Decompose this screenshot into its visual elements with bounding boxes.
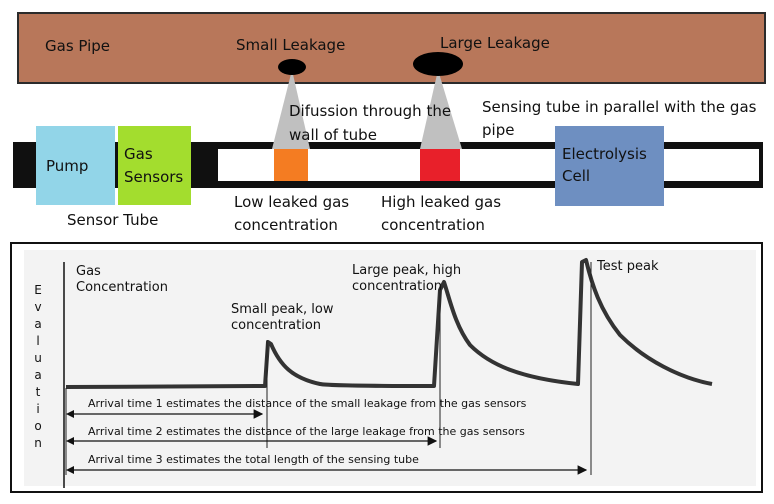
high-concentration-label-2: concentration: [381, 216, 485, 234]
low-concentration-label-2: concentration: [234, 216, 338, 234]
evaluation-letter: i: [36, 402, 40, 416]
evaluation-letter: a: [34, 368, 42, 382]
arrival-2-arrowhead-left: [66, 437, 74, 445]
small-peak-label-2: concentration: [231, 318, 322, 333]
gas-sensors-label-1: Gas: [124, 145, 153, 163]
evaluation-letter: o: [34, 419, 42, 433]
evaluation-letter: a: [34, 317, 42, 331]
evaluation-letter: n: [34, 436, 42, 450]
high-leak-zone: [420, 149, 460, 181]
small-diffusion-cone: [272, 70, 310, 149]
parallel-label-2: pipe: [482, 121, 515, 139]
large-peak-label-1: Large peak, high: [352, 263, 462, 278]
small-peak-label-1: Small peak, low: [231, 302, 334, 317]
evaluation-label: E v a l u a t i o n: [31, 282, 45, 452]
evaluation-letter: t: [35, 385, 41, 399]
electrolysis-label-2: Cell: [562, 167, 591, 185]
small-leak-hole: [278, 59, 306, 75]
small-leakage-label: Small Leakage: [236, 36, 346, 54]
y-axis-label-1: Gas: [76, 264, 101, 279]
diffusion-label-2: wall of tube: [289, 126, 377, 144]
arrival-1-arrowhead-left: [66, 410, 74, 418]
sensor-tube-inner: [218, 149, 759, 181]
large-diffusion-cone: [420, 70, 462, 149]
arrival-3-label: Arrival time 3 estimates the total lengt…: [88, 453, 419, 466]
gas-pipe: [17, 12, 766, 84]
pump-box: [36, 126, 115, 205]
gas-pipe-label: Gas Pipe: [45, 37, 111, 55]
gas-sensors-label-2: Sensors: [124, 168, 184, 186]
sensor-tube-label: Sensor Tube: [67, 211, 159, 229]
graph-background: [24, 250, 756, 486]
diffusion-label-1: Difussion through the: [289, 102, 452, 120]
evaluation-letter: l: [36, 334, 40, 348]
large-leakage-label: Large Leakage: [440, 34, 550, 52]
large-leak-hole: [413, 52, 463, 76]
electrolysis-label-1: Electrolysis: [562, 145, 647, 163]
parallel-label-1: Sensing tube in parallel with the gas: [482, 98, 757, 116]
evaluation-letter: E: [34, 283, 42, 297]
large-peak-label-2: concentration: [352, 279, 443, 294]
high-concentration-label-1: High leaked gas: [381, 193, 502, 211]
arrival-2-label: Arrival time 2 estimates the distance of…: [88, 425, 525, 438]
evaluation-letter: v: [34, 300, 42, 314]
arrival-3-arrowhead-left: [66, 466, 74, 474]
arrival-1-label: Arrival time 1 estimates the distance of…: [88, 397, 527, 410]
pump-label: Pump: [46, 157, 89, 175]
gas-sensors-box: [118, 126, 191, 205]
evaluation-letter: u: [34, 351, 42, 365]
concentration-curve: [65, 258, 713, 389]
test-peak-label: Test peak: [597, 259, 659, 274]
y-axis-label-2: Concentration: [76, 280, 168, 295]
low-leak-zone: [274, 149, 308, 181]
low-concentration-label-1: Low leaked gas: [234, 193, 350, 211]
electrolysis-cell-box: [555, 126, 664, 206]
